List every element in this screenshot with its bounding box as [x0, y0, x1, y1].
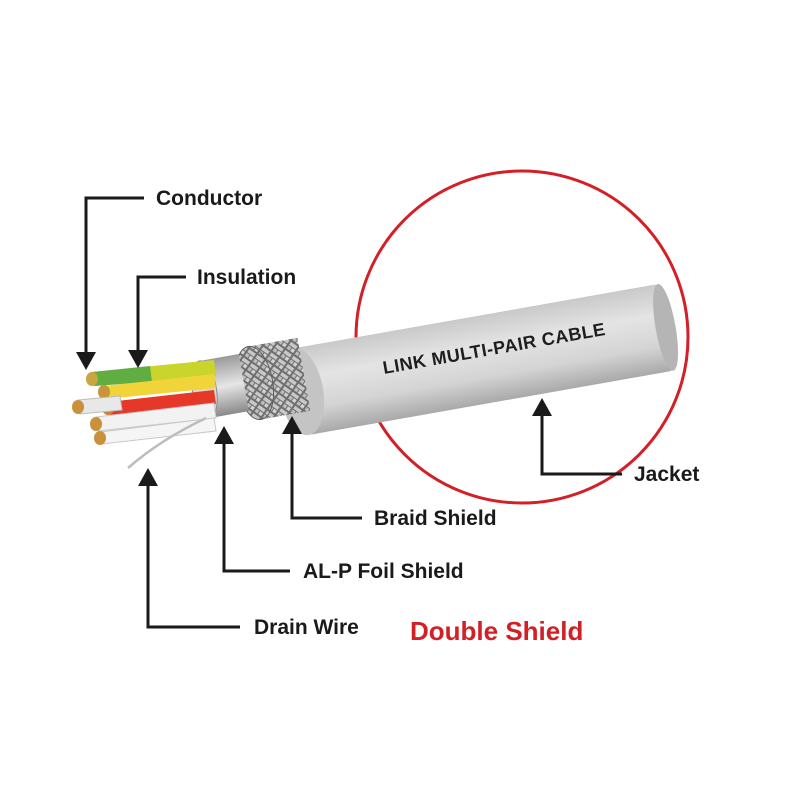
- wire-green-yellow: [86, 360, 216, 386]
- caption-double-shield: Double Shield: [410, 616, 583, 646]
- label-jacket: Jacket: [634, 463, 699, 486]
- wire-grey: [72, 395, 123, 415]
- label-foil-shield: AL-P Foil Shield: [303, 560, 464, 583]
- label-drain-wire: Drain Wire: [254, 616, 359, 639]
- drain-wire: [127, 416, 207, 469]
- leader-braid-shield: [282, 416, 362, 520]
- leader-foil-shield: [214, 426, 290, 573]
- label-insulation: Insulation: [197, 266, 296, 289]
- wire-yellow: [98, 374, 216, 399]
- highlight-circle: [354, 169, 690, 505]
- leader-conductor: [76, 196, 144, 370]
- insulated-conductors: [72, 360, 217, 445]
- label-conductor: Conductor: [156, 187, 262, 210]
- leader-insulation: [128, 275, 186, 368]
- leader-jacket: [532, 398, 622, 476]
- wire-white-lower: [94, 417, 217, 445]
- wire-white: [90, 402, 217, 432]
- leader-drain-wire: [138, 468, 240, 629]
- label-braid-shield: Braid Shield: [374, 507, 497, 530]
